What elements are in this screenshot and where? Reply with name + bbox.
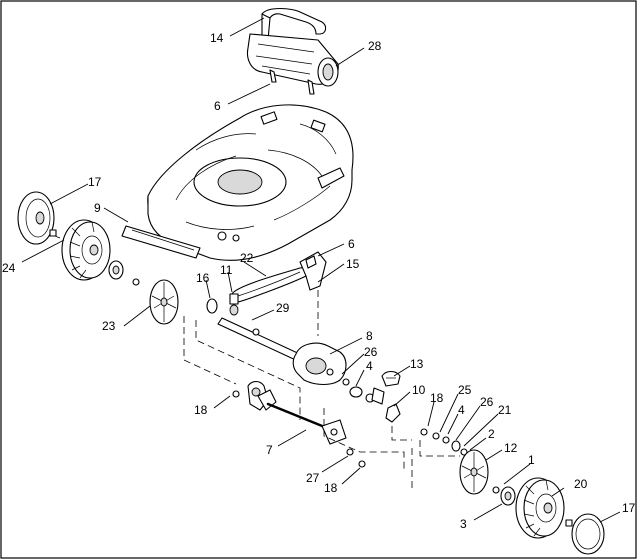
rear-flap: [121, 225, 201, 259]
callout-12: 12: [504, 441, 518, 455]
control-lever: [299, 251, 327, 291]
callout-29: 29: [276, 301, 290, 315]
callout-3: 3: [460, 517, 467, 531]
handle-assembly: [246, 7, 339, 95]
leader-lines: [21, 17, 621, 523]
mower-deck: [147, 104, 354, 261]
callout-7: 7: [266, 443, 273, 457]
callout-14: 14: [210, 31, 224, 45]
transmission: [292, 342, 347, 386]
callout-18-right: 18: [430, 391, 444, 405]
callout-6-top: 6: [214, 99, 221, 113]
callout-27: 27: [306, 471, 320, 485]
drive-shaft: [217, 317, 305, 363]
callout-26-lower: 26: [480, 395, 494, 409]
drive-belt: [229, 267, 310, 303]
fasteners-lower: [346, 448, 366, 468]
gear-cover-right: [459, 449, 489, 495]
callout-labels: 14 28 6 17 9 24 6 15 22 16 11 29 23 8 26…: [2, 31, 636, 531]
spring: [385, 403, 401, 423]
callout-13: 13: [410, 357, 424, 371]
callout-23: 23: [102, 319, 116, 333]
callout-26-upper: 26: [364, 345, 378, 359]
wheel-cover-left: [17, 191, 55, 245]
callout-1: 1: [528, 453, 535, 467]
transmission-hardware: [342, 378, 385, 405]
callout-4-upper: 4: [366, 359, 373, 373]
callout-22: 22: [240, 251, 254, 265]
callout-15: 15: [346, 257, 360, 271]
front-wheel-right: [515, 477, 573, 539]
callout-8: 8: [366, 329, 373, 343]
callout-11: 11: [220, 263, 233, 277]
callout-25: 25: [458, 383, 472, 397]
rear-wheel-left: [49, 219, 111, 281]
gear-cover-left: [149, 279, 179, 325]
rear-axle: [266, 402, 347, 445]
callout-21: 21: [498, 403, 512, 417]
washer-set-right: [420, 428, 468, 456]
callout-16: 16: [196, 271, 210, 285]
callout-24: 24: [2, 261, 16, 275]
callout-2: 2: [488, 427, 495, 441]
callout-10: 10: [412, 383, 426, 397]
callout-28: 28: [368, 39, 382, 53]
assembly-lines: [183, 290, 460, 492]
callout-6-lever: 6: [348, 237, 355, 251]
washer-3: [492, 486, 516, 506]
callout-17-left: 17: [88, 175, 102, 189]
callout-18-left: 18: [194, 403, 208, 417]
callout-20: 20: [574, 477, 588, 491]
pulley: [206, 293, 239, 316]
callout-18-bottom: 18: [324, 481, 338, 495]
callout-4-lower: 4: [458, 403, 465, 417]
callout-17-right: 17: [622, 501, 636, 515]
washer-set-left: [108, 260, 140, 286]
callout-9: 9: [94, 201, 101, 215]
wheel-cover-right: [571, 513, 605, 555]
